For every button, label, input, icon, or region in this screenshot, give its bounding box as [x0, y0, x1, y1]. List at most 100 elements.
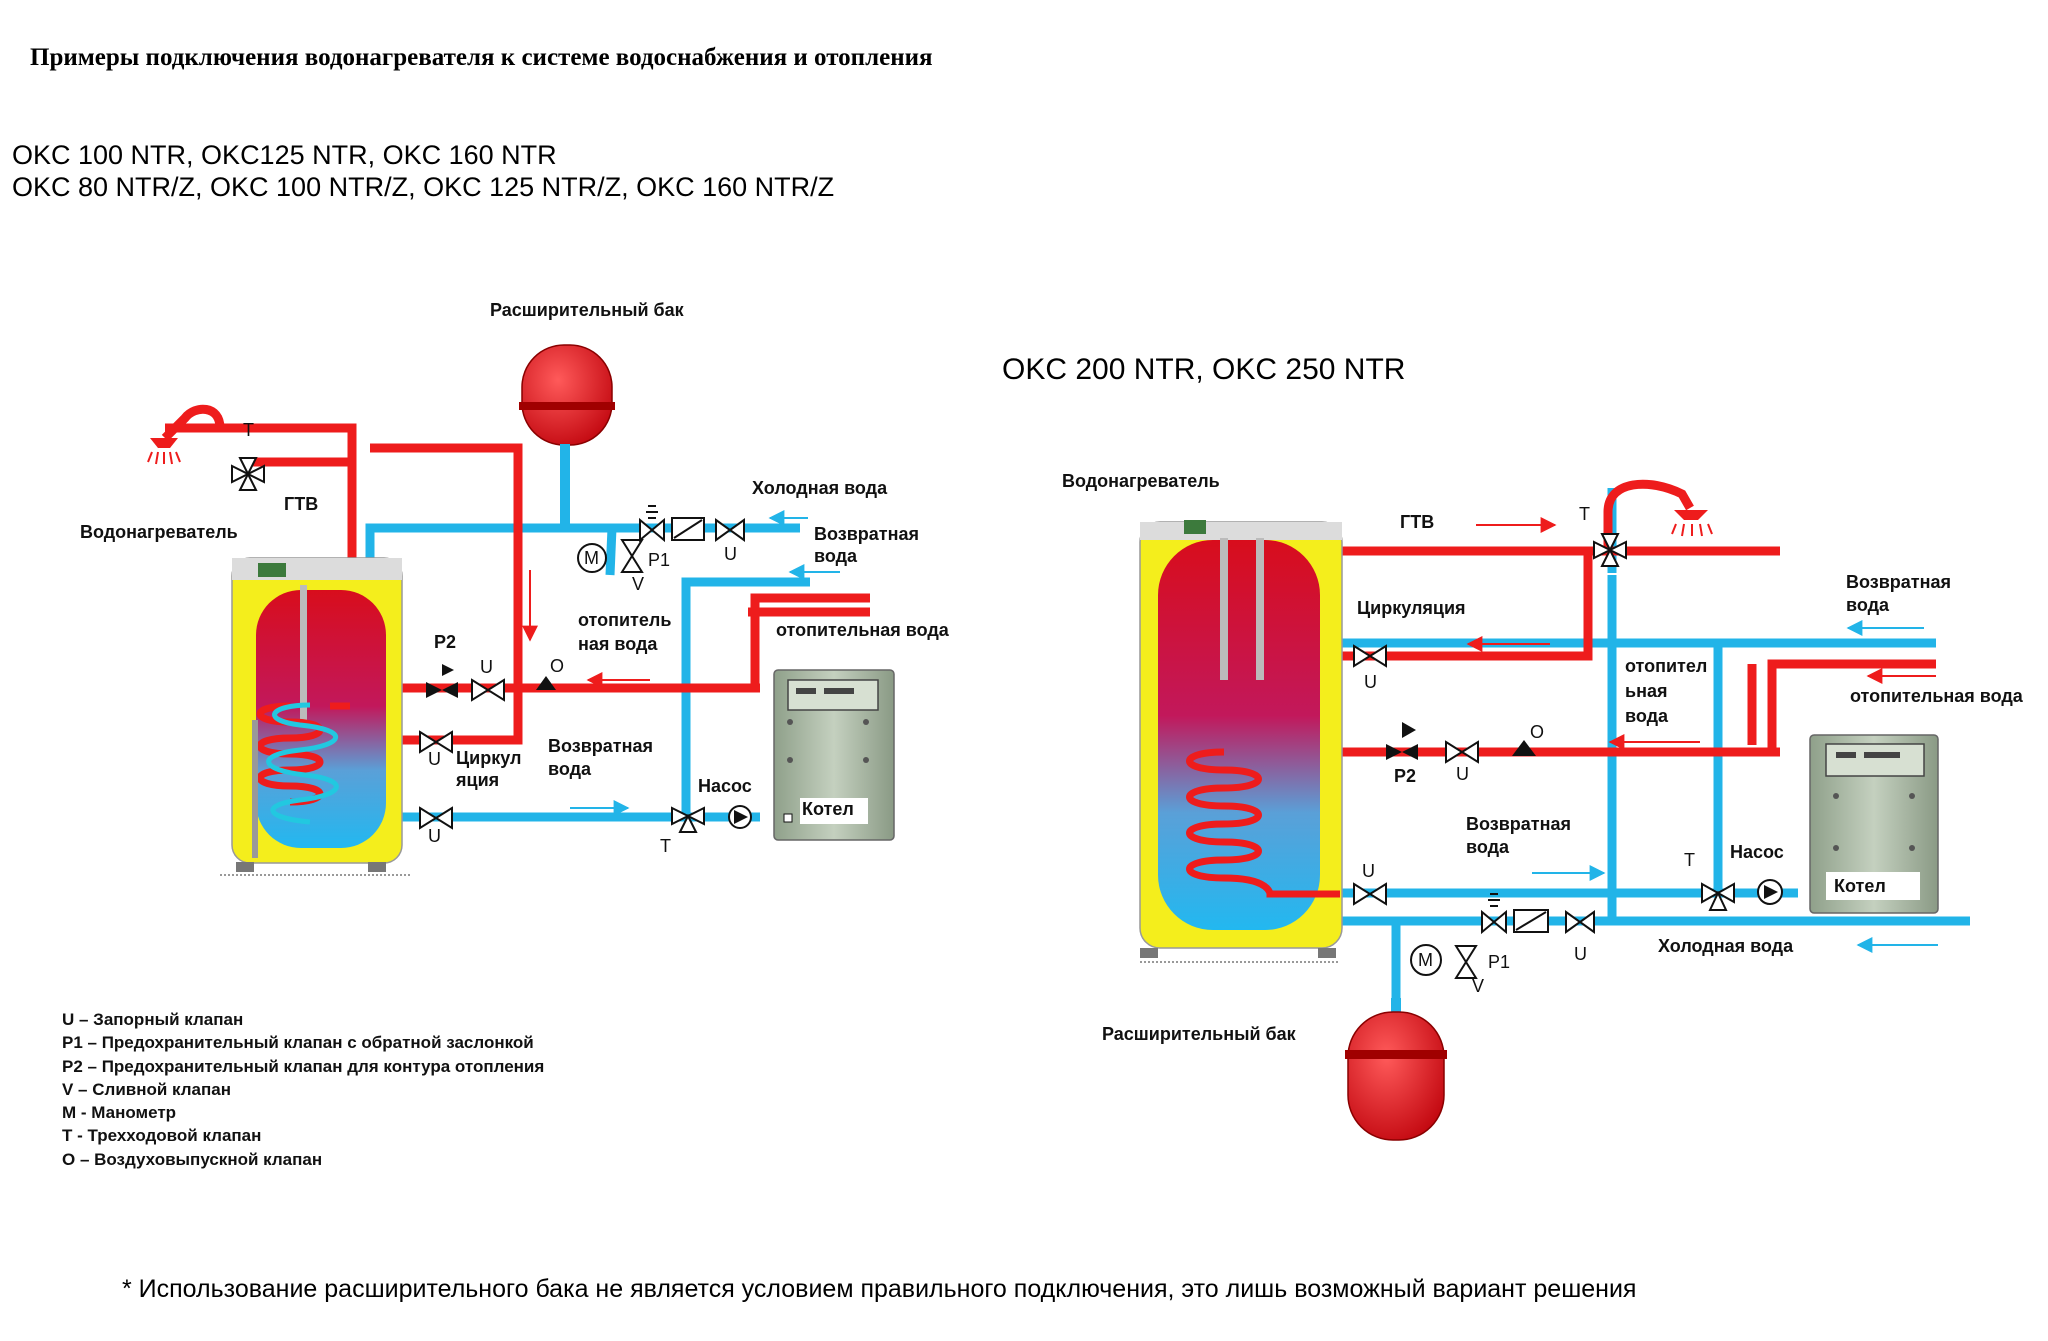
right-U-return-label: U [1362, 861, 1375, 881]
right-return-bottom-label-1: Возвратная [1466, 814, 1571, 834]
left-valve-U-p2 [471, 678, 505, 702]
left-air-vent [536, 676, 556, 690]
left-circulation-label-1: Циркул [456, 748, 521, 768]
right-pump-label: Насос [1730, 842, 1784, 862]
left-valve-T-dhw [231, 457, 265, 491]
left-expansion-tank-label: Расширительный бак [490, 300, 685, 320]
left-diagram: Расширительный бак [80, 300, 950, 876]
right-expansion-tank-label: Расширительный бак [1102, 1024, 1297, 1044]
legend-item: O – Воздуховыпускной клапан [62, 1149, 323, 1169]
models-right: OKC 200 NTR, OKC 250 NTR [1002, 353, 1406, 386]
left-P2-label: P2 [434, 632, 456, 652]
left-return-top-label-2: вода [814, 546, 858, 566]
right-P1-label: P1 [1488, 952, 1510, 972]
left-cold-water-label: Холодная вода [752, 478, 888, 498]
legend-item: U – Запорный клапан [62, 1010, 244, 1029]
right-O-label: O [1530, 722, 1544, 742]
page-title: Примеры подключения водонагревателя к си… [30, 44, 933, 71]
right-U-p2-label: U [1456, 764, 1469, 784]
right-valve-P2 [1386, 722, 1418, 760]
right-expansion-tank [1345, 998, 1447, 1141]
left-gauge-label: M [584, 548, 599, 568]
right-U-circ-label: U [1364, 672, 1377, 692]
left-V-label: V [632, 574, 644, 594]
right-valve-U-cold [1565, 910, 1595, 934]
left-P1-label: P1 [648, 550, 670, 570]
right-U-cold-label: U [1574, 944, 1587, 964]
left-drain-valve [620, 539, 644, 573]
right-water-heater-label: Водонагреватель [1062, 471, 1220, 491]
legend-item: M - Манометр [62, 1103, 177, 1123]
left-return-bottom-label-1: Возвратная [548, 736, 653, 756]
left-return-top-label-1: Возвратная [814, 524, 919, 544]
left-return-coil [266, 702, 339, 825]
left-water-heater [220, 557, 412, 876]
right-shower-head [1603, 479, 1713, 551]
right-cold-water-label: Холодная вода [1658, 936, 1794, 956]
right-boiler-label: Котел [1834, 876, 1886, 896]
right-V-label: V [1472, 976, 1484, 996]
left-return-bottom-label-2: вода [548, 759, 592, 779]
left-heating-mid-label-2: ная вода [578, 634, 658, 654]
right-heating-right-label: отопительная вода [1850, 686, 2024, 706]
right-valve-U-return [1353, 882, 1387, 906]
left-U-return-label: U [428, 826, 441, 846]
right-heating-mid-label-1: отопител [1625, 656, 1707, 676]
right-heating-mid-label-2: ьная [1625, 681, 1667, 701]
left-anode [252, 720, 258, 858]
left-T-boiler-label: T [660, 836, 671, 856]
right-valve-T-label: T [1579, 504, 1590, 524]
left-valve-P1 [639, 505, 665, 543]
left-dhw-label: ГТВ [284, 494, 318, 514]
left-U-circ-label: U [428, 749, 441, 769]
legend: U – Запорный клапан P1 – Предохранительн… [62, 1008, 544, 1171]
right-valve-T-dhw [1593, 533, 1627, 567]
legend-item: P2 – Предохранительный клапан для контур… [62, 1056, 545, 1076]
right-return-top-label-1: Возвратная [1846, 572, 1951, 592]
left-valve-U-circ [419, 730, 453, 754]
right-heating-coil [1186, 748, 1340, 898]
right-gauge-label: M [1418, 950, 1433, 970]
left-pressure-gauge [577, 543, 607, 573]
left-boiler [773, 669, 895, 841]
right-return-top-label-2: вода [1846, 595, 1890, 615]
right-valve-T-boiler [1701, 882, 1735, 911]
left-water-heater-label: Водонагреватель [80, 522, 238, 542]
right-circulation-label: Циркуляция [1357, 598, 1466, 618]
right-drain-valve [1454, 945, 1478, 979]
right-air-vent [1512, 740, 1536, 756]
left-valve-U-return [419, 806, 453, 830]
legend-item: P1 – Предохранительный клапан с обратной… [62, 1033, 534, 1053]
left-shower-head [147, 404, 225, 465]
legend-item: V – Сливной клапан [62, 1079, 232, 1099]
models-left-line2: OKC 80 NTR/Z, OKC 100 NTR/Z, OKC 125 NTR… [12, 172, 835, 202]
footnote: * Использование расширительного бака не … [122, 1275, 1637, 1303]
right-valve-U-p2 [1445, 740, 1479, 764]
left-valve-U-cold [715, 518, 745, 542]
left-U-cold-label: U [724, 544, 737, 564]
left-circulation-label-2: яция [455, 770, 499, 790]
right-return-bottom-label-2: вода [1466, 837, 1510, 857]
right-valve-U-circ [1353, 644, 1387, 668]
left-valve-T-label: T [243, 420, 254, 440]
right-diagram: T Водонагреватель ГТВ Циркуляция Возврат… [1062, 471, 2024, 1141]
models-left-line1: OKC 100 NTR, OKC125 NTR, OKC 160 NTR [12, 140, 557, 170]
right-boiler [1809, 734, 1939, 914]
right-water-heater [1139, 520, 1343, 963]
left-valve-T-boiler [671, 806, 705, 833]
left-valve-P2 [426, 664, 458, 698]
left-U-p2-label: U [480, 657, 493, 677]
right-P2-label: P2 [1394, 766, 1416, 786]
right-heating-mid-label-3: вода [1625, 706, 1669, 726]
right-T-boiler-label: T [1684, 850, 1695, 870]
legend-item: T - Трехходовой клапан [62, 1126, 262, 1146]
left-O-label: O [550, 656, 564, 676]
left-expansion-tank [519, 344, 615, 529]
left-heating-mid-label-1: отопитель [578, 610, 671, 630]
left-boiler-label: Котел [802, 799, 854, 819]
left-heating-right-label: отопительная вода [776, 620, 950, 640]
right-dhw-label: ГТВ [1400, 512, 1434, 532]
right-pressure-gauge [1410, 944, 1442, 976]
